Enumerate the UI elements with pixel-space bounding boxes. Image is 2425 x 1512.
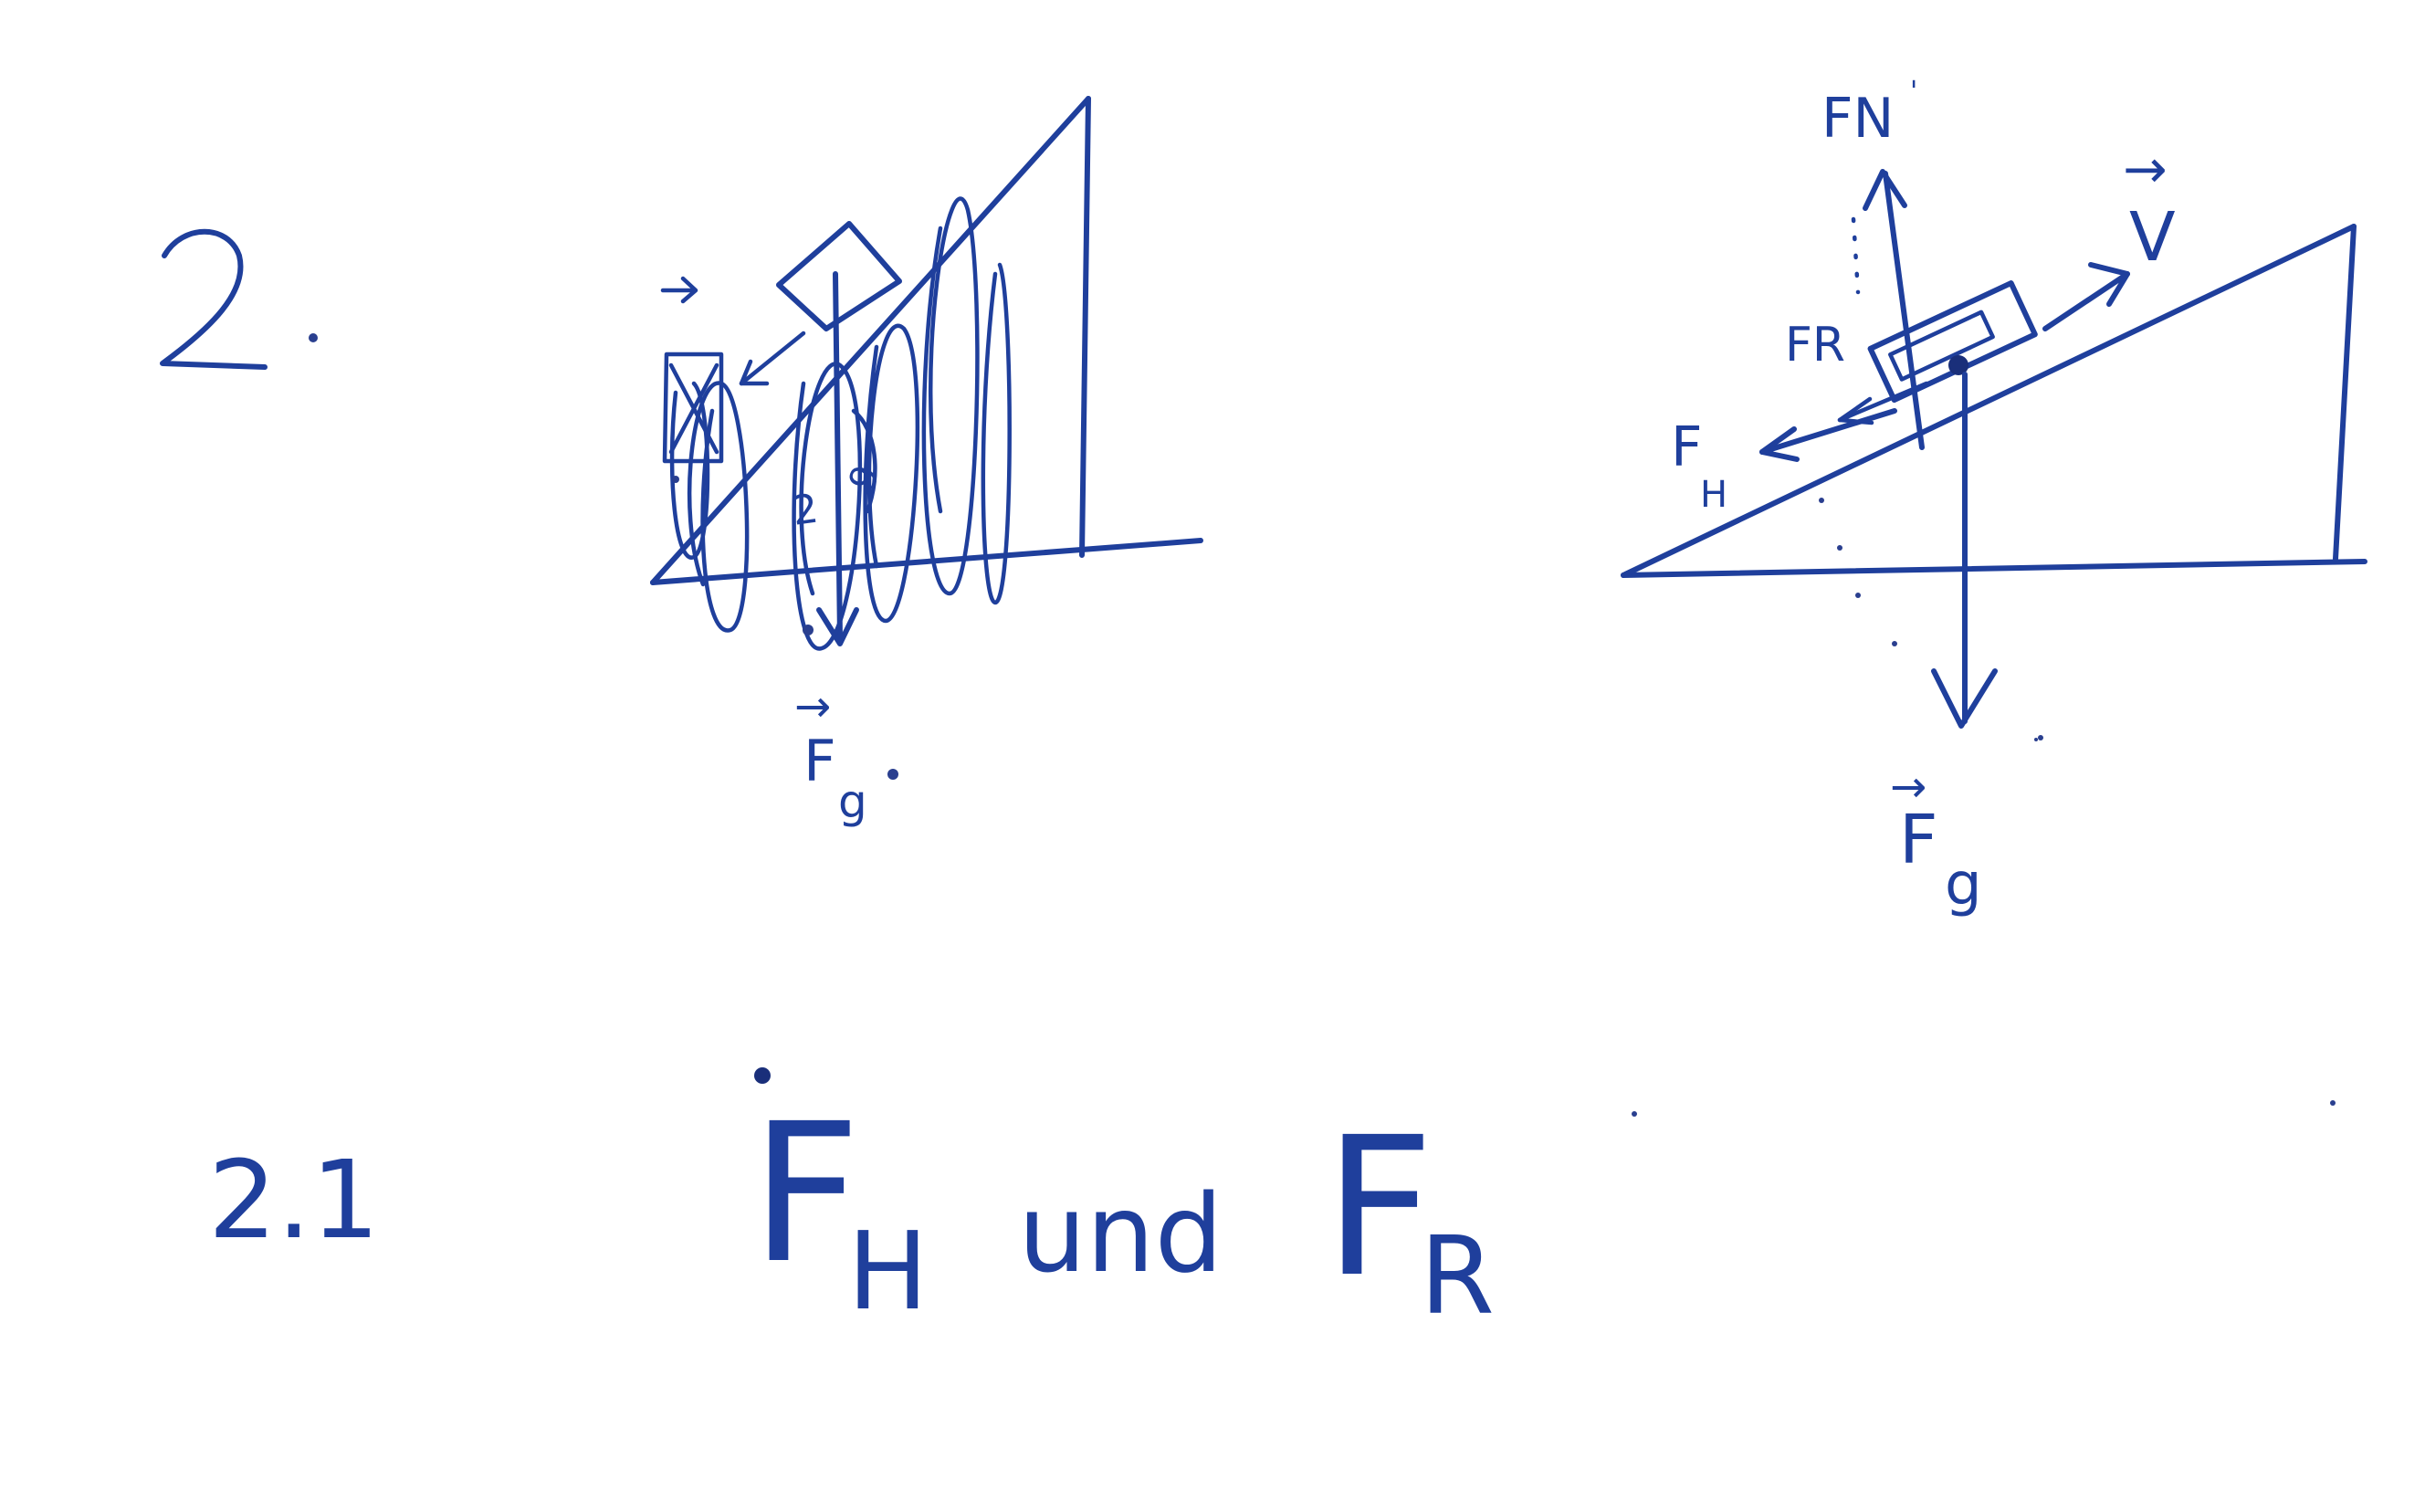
- answer-fh-letter: F: [751, 1082, 861, 1306]
- left-scribble-1: [687, 381, 750, 633]
- svg-text:F: F: [1671, 415, 1703, 479]
- svg-text:2.1: 2.1: [208, 1137, 380, 1263]
- right-fn-arrow: [1883, 171, 1925, 450]
- left-scribble-3: [792, 362, 863, 651]
- svg-text:F: F: [803, 728, 836, 794]
- right-incline-diagram: FN ' V → FR F H F g →: [1621, 76, 2367, 919]
- answer-fh-sub: H: [847, 1208, 929, 1334]
- right-fg-label: F g →: [1890, 761, 1982, 919]
- right-fr-label: FR: [1785, 318, 1845, 373]
- right-v-arrow: [2042, 271, 2130, 331]
- svg-text:FR: FR: [1785, 318, 1845, 373]
- right-ground-line: [1621, 559, 2367, 578]
- answer-und: und: [1018, 1171, 1223, 1297]
- right-fh-label: F H: [1671, 415, 1727, 516]
- svg-text:': ': [1910, 76, 1917, 108]
- left-box-scribble: [662, 352, 724, 464]
- left-diamond-block: [776, 221, 902, 331]
- left-scribble-6: [981, 262, 1012, 605]
- left-vertical-wall: [1079, 96, 1091, 558]
- right-vertical-wall: [2333, 224, 2357, 562]
- svg-text:→: →: [794, 681, 831, 732]
- left-scribble-5: [921, 196, 980, 596]
- task-2-label: [160, 228, 318, 370]
- left-fg-arrow: [833, 271, 843, 642]
- left-incline-diagram: 2 9 F g →: [650, 96, 1203, 828]
- right-center-of-mass: [1948, 355, 1968, 375]
- right-fn-label: FN ': [1821, 76, 1917, 151]
- left-scribble-4: [863, 323, 920, 624]
- left-fg-label: F g →: [794, 681, 867, 828]
- svg-text:2: 2: [789, 485, 821, 534]
- task-2-1-answer: F H und F R: [751, 1067, 1495, 1339]
- right-fh-arrow: [1759, 408, 1897, 455]
- right-block: [1867, 280, 2038, 404]
- answer-fr-sub: R: [1420, 1213, 1495, 1339]
- svg-text:→: →: [1890, 761, 1926, 813]
- svg-text:F: F: [1899, 801, 1938, 879]
- right-v-label: V →: [2123, 138, 2176, 277]
- right-incline-line: [1621, 224, 2357, 578]
- svg-text:→: →: [2123, 138, 2168, 200]
- left-ground-line: [650, 538, 1203, 585]
- task-2-1-label: 2.1: [208, 1137, 380, 1263]
- left-incline-line: [650, 96, 1091, 585]
- svg-text:V: V: [2129, 198, 2176, 277]
- svg-text:FN: FN: [1821, 87, 1894, 151]
- svg-text:g: g: [838, 775, 867, 828]
- svg-text:H: H: [1700, 474, 1727, 516]
- right-fr-arrow: [1837, 381, 1929, 423]
- answer-fr-letter: F: [1324, 1096, 1434, 1319]
- svg-text:g: g: [1945, 851, 1982, 919]
